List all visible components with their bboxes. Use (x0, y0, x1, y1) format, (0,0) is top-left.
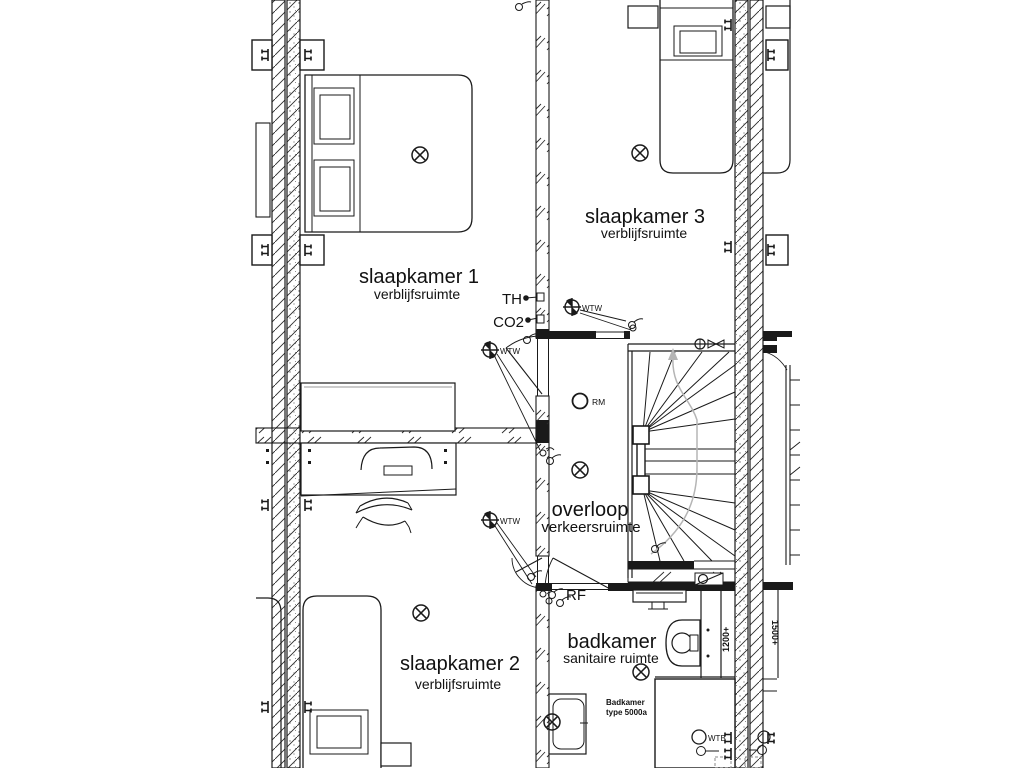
ceiling-light-icon (543, 713, 561, 731)
shower-area (654, 678, 736, 768)
vent-grille-icon (694, 572, 724, 586)
ceiling-light-icon (632, 663, 650, 681)
desk-slaapkamer-1 (300, 382, 456, 432)
annotation-1500: 1500+ (770, 620, 780, 645)
socket-icon (261, 18, 775, 761)
light-switch-icon (527, 570, 543, 581)
chair (355, 497, 413, 534)
annotation-wtw: WTW (500, 517, 520, 526)
co2-marker (525, 314, 545, 324)
ceiling-light-icon (411, 146, 429, 164)
vent-grille-icon (629, 324, 725, 350)
door-slaapkamer-1 (505, 335, 543, 395)
door-neighbour (764, 351, 788, 371)
walking-line (650, 348, 698, 555)
annotation-rf: RF (566, 587, 586, 604)
bed-slaapkamer-3 (627, 0, 734, 174)
wtw-valve-icon (481, 341, 555, 457)
annotation-thermostat: TH (502, 291, 522, 308)
light-switch-icon (515, 1, 532, 11)
pillow (673, 25, 723, 57)
chair (360, 446, 433, 476)
pillow (313, 159, 355, 217)
room-sublabel-overloop: verkeersruimte (541, 519, 640, 536)
neighbour-unit-right (744, 0, 801, 768)
thermostat-marker (523, 292, 545, 302)
wtb-tap-icon (691, 729, 719, 756)
annotation-rm: RM (592, 397, 605, 407)
room-sublabel-badkamer: sanitaire ruimte (563, 650, 659, 666)
room-sublabel-slaapkamer-1: verblijfsruimte (374, 286, 461, 302)
party-wall-right (734, 0, 764, 768)
annotation-co2: CO2 (493, 314, 524, 331)
badkamer-spec-line1: Badkamer (606, 698, 645, 707)
room-label-slaapkamer-1: slaapkamer 1 (359, 266, 479, 288)
door-badkamer (544, 557, 613, 591)
staircase (627, 344, 736, 578)
labels: slaapkamer 1 verblijfsruimte slaapkamer … (359, 206, 780, 743)
room-label-slaapkamer-2: slaapkamer 2 (400, 653, 520, 675)
annotation-1200: 1200+ (721, 627, 731, 652)
annotation-wtw: WTW (582, 304, 602, 313)
room-sublabel-slaapkamer-2: verblijfsruimte (415, 676, 502, 692)
desk-slaapkamer-2 (300, 442, 457, 534)
ceiling-light-icon (412, 604, 430, 622)
nightstand (627, 5, 659, 29)
nightstand (380, 742, 412, 767)
annotation-wtb: WTB (708, 734, 726, 743)
room-label-badkamer: badkamer (568, 631, 657, 653)
radiator-icon (632, 589, 687, 610)
annotation-wtw: WTW (500, 347, 520, 356)
wtw-valve-icon (481, 511, 537, 585)
room-label-overloop: overloop (552, 499, 629, 521)
bed-slaapkamer-2 (302, 595, 412, 768)
pillow (313, 87, 355, 145)
room-sublabel-slaapkamer-3: verblijfsruimte (601, 225, 688, 241)
badkamer-spec-line2: type 5000a (606, 708, 647, 717)
party-wall-left (271, 0, 301, 768)
toilet-icon (665, 619, 710, 667)
room-label-slaapkamer-3: slaapkamer 3 (585, 206, 705, 228)
ceiling-light-icon (631, 144, 649, 162)
door-slaapkamer-2 (511, 557, 543, 589)
smoke-detector-icon (571, 392, 589, 410)
sink-icon (548, 693, 588, 755)
neighbour-unit-left (251, 39, 282, 768)
bed-slaapkamer-1 (304, 74, 473, 233)
pillow (309, 709, 369, 755)
wtw-valve-icon (563, 298, 632, 331)
rf-marker (539, 590, 553, 605)
ceiling-light-icon (571, 461, 589, 479)
